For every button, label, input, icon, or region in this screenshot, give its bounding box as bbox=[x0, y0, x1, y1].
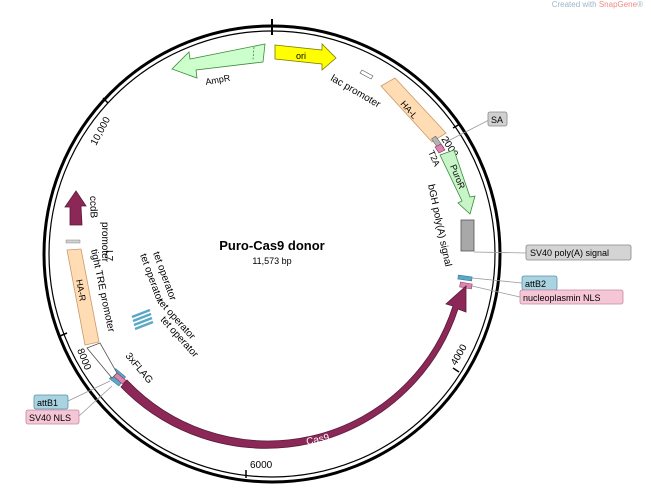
tick-mark bbox=[452, 367, 460, 373]
nuc-nls-callout bbox=[519, 289, 624, 305]
ha-r-box[interactable] bbox=[66, 248, 100, 346]
tet-operator-bars bbox=[131, 308, 154, 331]
attb1-callout bbox=[33, 394, 69, 410]
credit-mark: ® bbox=[637, 0, 643, 9]
sv40-polya-box[interactable] bbox=[460, 219, 475, 252]
sv40-polya-callout-text: SV40 poly(A) signal bbox=[530, 248, 609, 258]
tick-mark bbox=[452, 123, 461, 129]
l7-label: L7 bbox=[103, 250, 114, 262]
snapgene-credit: Created with SnapGene® bbox=[552, 0, 643, 9]
sv40-nls-leader bbox=[78, 385, 113, 417]
sa-callout-text: SA bbox=[491, 115, 503, 125]
tick-marks bbox=[59, 97, 461, 478]
credit-brand: SnapGene bbox=[598, 0, 638, 9]
credit-text: Created with bbox=[551, 0, 599, 9]
backbone-inner-ring bbox=[48, 30, 496, 478]
plasmid-name: Puro-Cas9 donor bbox=[219, 238, 324, 253]
tight-tre-promoter-box[interactable] bbox=[86, 342, 118, 379]
cas9-label: Cas9 bbox=[305, 432, 331, 448]
ampr-label: AmpR bbox=[205, 73, 232, 87]
sv40-nls-callout-text: SV40 NLS bbox=[29, 413, 71, 423]
tick-label-6000: 6000 bbox=[250, 460, 273, 471]
attb2-leader bbox=[471, 277, 523, 284]
tick-mark bbox=[59, 332, 68, 337]
ori-arrow[interactable] bbox=[274, 43, 337, 71]
attb1-leader bbox=[67, 380, 111, 402]
ori-label: ori bbox=[296, 51, 306, 61]
attb1-callout-text: attB1 bbox=[37, 398, 58, 408]
nuc-nls-leader bbox=[471, 285, 521, 298]
ampr-arrow[interactable] bbox=[171, 43, 266, 79]
puror-arrow[interactable] bbox=[439, 149, 476, 215]
t2a-box[interactable] bbox=[434, 143, 446, 154]
sv40-polya-leader bbox=[473, 251, 527, 254]
sv40-nls-callout bbox=[25, 409, 80, 425]
ccdb-arrow[interactable] bbox=[64, 190, 87, 226]
lac-promoter-label: lac promoter bbox=[329, 73, 383, 111]
ha-r-label: HA-R bbox=[74, 279, 88, 303]
sa-callout bbox=[487, 111, 508, 127]
ampr-promoter-mark bbox=[252, 46, 255, 61]
plasmid-length: 11,573 bp bbox=[252, 256, 291, 266]
attb2-callout-text: attB2 bbox=[525, 279, 546, 289]
attb2-box[interactable] bbox=[457, 274, 473, 282]
tet-operator-array[interactable] bbox=[131, 308, 154, 331]
sv40-polya-callout bbox=[525, 244, 632, 261]
l7-mark[interactable] bbox=[65, 239, 81, 244]
bgh-label: bGH poly(A) signal bbox=[425, 183, 453, 267]
lac-promoter-mark bbox=[359, 69, 374, 80]
sa-leader bbox=[445, 119, 490, 143]
cas9-arrow[interactable] bbox=[120, 285, 467, 449]
promoter-label: promoter bbox=[99, 222, 110, 263]
ccdb-label: ccdB bbox=[87, 196, 99, 219]
nuc-nls-callout-text: nucleoplasmin NLS bbox=[523, 293, 601, 303]
tick-mark bbox=[102, 97, 109, 104]
tick-label-10000: 10,000 bbox=[89, 115, 113, 148]
ha-l-box[interactable] bbox=[380, 77, 447, 143]
